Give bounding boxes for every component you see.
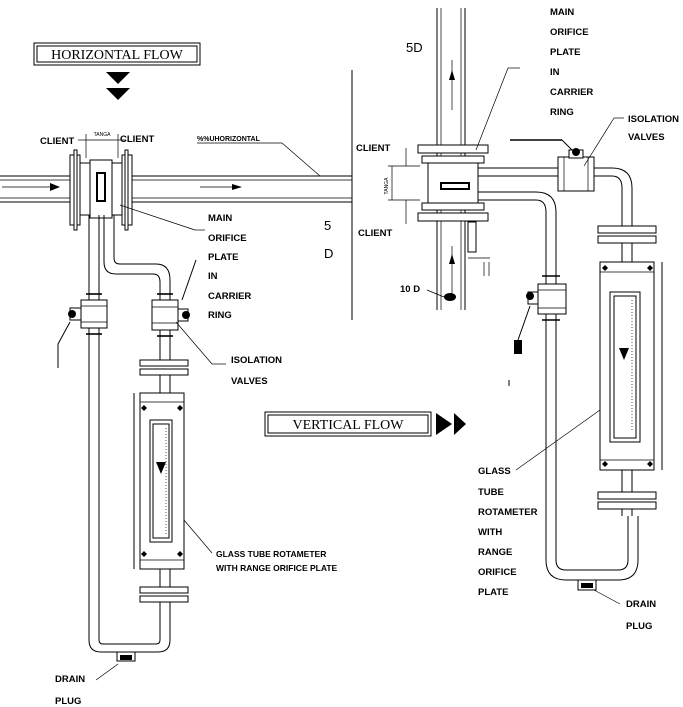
- label-text: VALVES: [231, 376, 268, 387]
- label-text: ORIFICE: [478, 567, 517, 578]
- horizontal-right-valve: [151, 259, 197, 365]
- label-text: PLATE: [478, 587, 508, 598]
- label-text: DRAIN: [626, 599, 656, 610]
- vertical-tanga-label: TANGA: [384, 177, 390, 195]
- horizontal-left-impulse-line: [88, 215, 171, 662]
- label-text: RANGE: [478, 547, 512, 558]
- label-text: PLUG: [626, 621, 652, 632]
- horizontal-flow-title: HORIZONTAL FLOW: [51, 48, 184, 63]
- horizontal-main-pipe: [0, 70, 353, 320]
- vertical-dist-5d: 5D: [406, 40, 423, 55]
- label-text: WITH RANGE ORIFICE PLATE: [216, 563, 338, 573]
- label-text: IN: [208, 271, 218, 282]
- horizontal-valves-label: ISOLATION VALVES: [231, 355, 282, 387]
- label-text: ROTAMETER: [478, 507, 538, 518]
- horizontal-dist-5: 5: [324, 218, 331, 233]
- label-text: IN: [550, 67, 560, 78]
- label-text: ISOLATION: [628, 114, 679, 125]
- vertical-flow-title: VERTICAL FLOW: [292, 418, 404, 433]
- label-text: WITH: [478, 527, 502, 538]
- horizontal-left-valve: [57, 293, 108, 368]
- label-text: PLATE: [550, 47, 580, 58]
- vertical-orifice-label: MAIN ORIFICE PLATE IN CARRIER RING: [550, 7, 593, 118]
- label-text: TUBE: [478, 487, 504, 498]
- label-text: PLUG: [55, 696, 81, 707]
- horizontal-dist-d: D: [324, 246, 333, 261]
- label-text: VALVES: [628, 132, 665, 143]
- horizontal-flange-assembly: TANGA: [69, 132, 133, 231]
- label-text: RING: [550, 107, 574, 118]
- label-text: RING: [208, 310, 232, 321]
- label-text: ORIFICE: [208, 233, 247, 244]
- vertical-client-top: CLIENT: [356, 143, 391, 154]
- horizontal-title-arrows: [106, 72, 130, 100]
- vertical-rotameter: [597, 225, 663, 516]
- label-text: MAIN: [550, 7, 574, 18]
- horizontal-title-box: HORIZONTAL FLOW: [33, 42, 201, 66]
- label-text: ORIFICE: [550, 27, 589, 38]
- vertical-left-valve: [508, 275, 567, 386]
- horizontal-client-right: CLIENT: [120, 134, 155, 145]
- vertical-lower-tap: [478, 191, 639, 591]
- vertical-title-box: VERTICAL FLOW: [264, 411, 466, 437]
- horizontal-client-left: CLIENT: [40, 136, 75, 147]
- label-text: CARRIER: [550, 87, 593, 98]
- vertical-flange-assembly: TANGA: [384, 144, 490, 276]
- horizontal-orifice-label: MAIN ORIFICE PLATE IN CARRIER RING: [208, 213, 251, 321]
- label-text: DRAIN: [55, 674, 85, 685]
- vertical-rotameter-label: GLASS TUBE ROTAMETER WITH RANGE ORIFICE …: [478, 466, 538, 598]
- label-text: MAIN: [208, 213, 232, 224]
- label-text: GLASS: [478, 466, 511, 477]
- label-text: GLASS TUBE ROTAMETER: [216, 549, 326, 559]
- horizontal-right-impulse-line: [103, 215, 171, 300]
- horizontal-drain-label: DRAIN PLUG: [55, 674, 85, 707]
- vertical-valves-label: ISOLATION VALVES: [628, 114, 679, 143]
- label-text: PLATE: [208, 252, 238, 263]
- horizontal-rotameter-label: GLASS TUBE ROTAMETER WITH RANGE ORIFICE …: [216, 549, 338, 573]
- vertical-drain-label: DRAIN PLUG: [626, 599, 656, 632]
- horizontal-tanga-label: TANGA: [94, 132, 112, 138]
- vertical-upper-tap: [478, 139, 633, 226]
- horizontal-pipe-note: %%UHORIZONTAL: [197, 136, 261, 143]
- horizontal-rotameter: [133, 359, 189, 603]
- label-text: ISOLATION: [231, 355, 282, 366]
- vertical-client-bottom: CLIENT: [358, 228, 393, 239]
- vertical-dist-10d: 10 D: [400, 284, 420, 295]
- label-text: CARRIER: [208, 291, 251, 302]
